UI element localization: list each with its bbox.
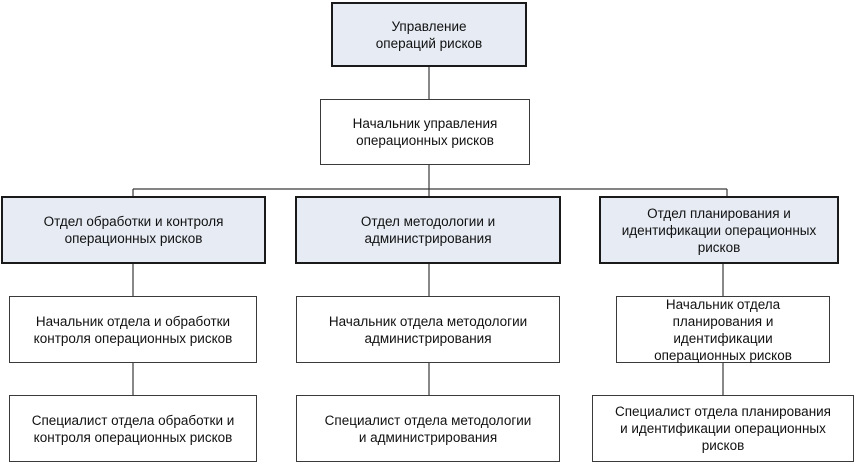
department-box-processing-control: Отдел обработки и контроля операционных … bbox=[1, 196, 266, 264]
head-label-processing-control: Начальник отдела и обработки контроля оп… bbox=[33, 313, 233, 346]
top-department-label: Управление операций рисков bbox=[375, 18, 483, 51]
department-box-planning: Отдел планирования и идентификации опера… bbox=[599, 196, 839, 264]
specialist-label-processing-control: Специалист отдела обработки и контроля о… bbox=[31, 412, 235, 445]
department-label-methodology: Отдел методологии и администрирования bbox=[360, 214, 496, 246]
department-label-planning: Отдел планирования и идентификации опера… bbox=[621, 205, 817, 255]
department-label-processing-control: Отдел обработки и контроля операционных … bbox=[43, 214, 224, 246]
specialist-box-methodology: Специалист отдела методологии и админист… bbox=[296, 395, 560, 462]
specialist-box-planning: Специалист отдела планирования и идентиф… bbox=[592, 395, 854, 462]
head-box-planning: Начальник отдела планирования и идентифи… bbox=[616, 296, 830, 363]
head-box-processing-control: Начальник отдела и обработки контроля оп… bbox=[9, 296, 257, 363]
head-label-methodology: Начальник отдела методологии администрир… bbox=[328, 313, 528, 346]
head-label-planning: Начальник отдела планирования и идентифи… bbox=[654, 296, 792, 363]
specialist-label-methodology: Специалист отдела методологии и админист… bbox=[324, 412, 532, 445]
specialist-box-processing-control: Специалист отдела обработки и контроля о… bbox=[9, 395, 257, 462]
top-manager-box: Начальник управления операционных рисков bbox=[320, 99, 530, 165]
specialist-label-planning: Специалист отдела планирования и идентиф… bbox=[614, 404, 831, 453]
top-manager-label: Начальник управления операционных рисков bbox=[352, 116, 498, 148]
head-box-methodology: Начальник отдела методологии администрир… bbox=[296, 296, 560, 363]
top-department-box: Управление операций рисков bbox=[331, 2, 527, 67]
department-box-methodology: Отдел методологии и администрирования bbox=[295, 196, 561, 264]
